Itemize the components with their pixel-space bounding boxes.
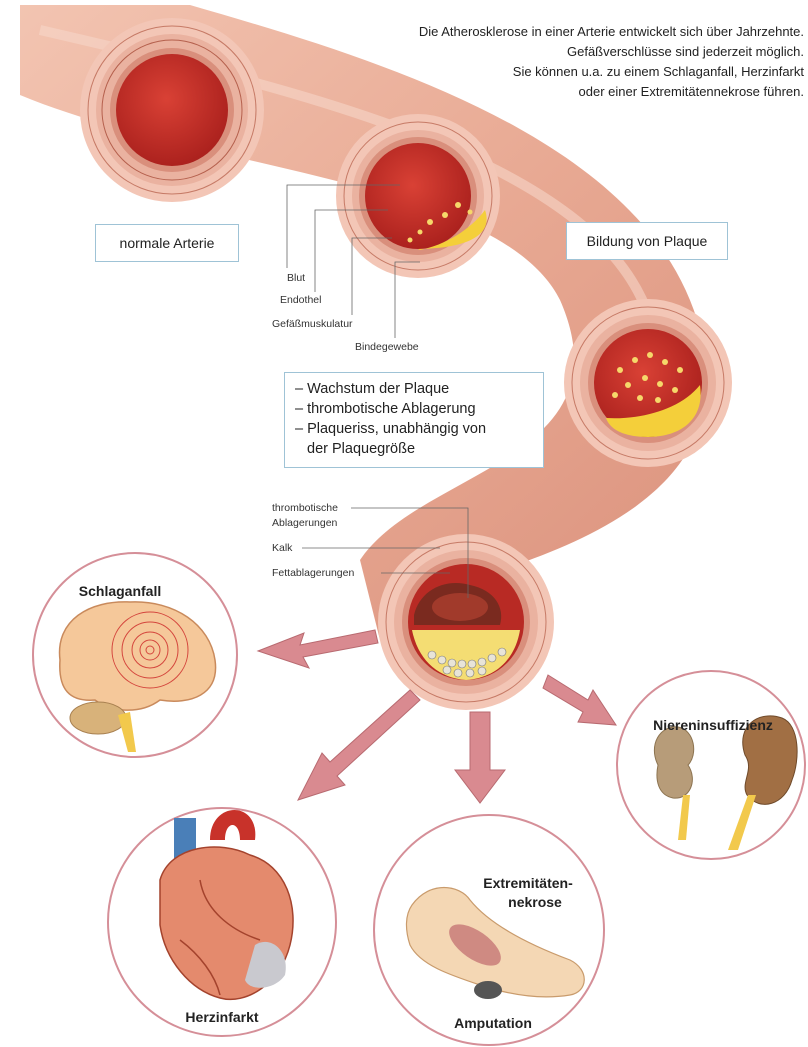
intro-text: Die Atherosklerose in einer Arterie entw… xyxy=(244,22,804,102)
progression-item: der Plaquegröße xyxy=(295,439,543,459)
plaque-formation-section xyxy=(336,114,500,278)
progression-list: – Wachstum der Plaque – thrombotische Ab… xyxy=(284,372,544,468)
thrombotic-label-line1: thrombotische xyxy=(272,502,338,514)
heart-outcome xyxy=(108,808,336,1036)
amputation-title: Amputation xyxy=(454,1015,532,1031)
necrosis-title-line2: nekrose xyxy=(508,894,562,910)
plaque-growth-section xyxy=(564,299,732,467)
thrombotic-label-line2: Ablagerungen xyxy=(272,517,338,529)
progression-item: – Wachstum der Plaque xyxy=(295,379,543,399)
kidney-small-icon xyxy=(654,727,693,798)
advanced-lesion-section xyxy=(378,534,554,710)
heart-title: Herzinfarkt xyxy=(185,1009,258,1025)
connective-tissue-label: Bindegewebe xyxy=(355,341,419,353)
intro-line: Gefäßverschlüsse sind jederzeit möglich. xyxy=(244,42,804,62)
progression-item: – Plaqueriss, unabhängig von xyxy=(295,419,543,439)
intro-line: Sie können u.a. zu einem Schlaganfall, H… xyxy=(244,62,804,82)
kidney-title: Niereninsuffizienz xyxy=(653,717,773,733)
normal-artery-section xyxy=(80,18,264,202)
intro-line: Die Atherosklerose in einer Arterie entw… xyxy=(244,22,804,42)
normal-artery-label: normale Arterie xyxy=(95,224,239,262)
progression-item: – thrombotische Ablagerung xyxy=(295,399,543,419)
intro-line: oder einer Extremitätennekrose führen. xyxy=(244,82,804,102)
plaque-formation-label: Bildung von Plaque xyxy=(566,222,728,260)
necrosis-outcome xyxy=(374,815,604,1045)
necrosis-title-line1: Extremitäten- xyxy=(483,875,573,891)
kidney-outcome xyxy=(617,671,805,859)
blood-label: Blut xyxy=(287,272,305,284)
calcium-label: Kalk xyxy=(272,542,293,554)
fat-deposits-label: Fettablagerungen xyxy=(272,567,354,579)
stroke-title: Schlaganfall xyxy=(79,583,161,599)
muscle-layer-label: Gefäßmuskulatur xyxy=(272,318,353,330)
endothelium-label: Endothel xyxy=(280,294,321,306)
